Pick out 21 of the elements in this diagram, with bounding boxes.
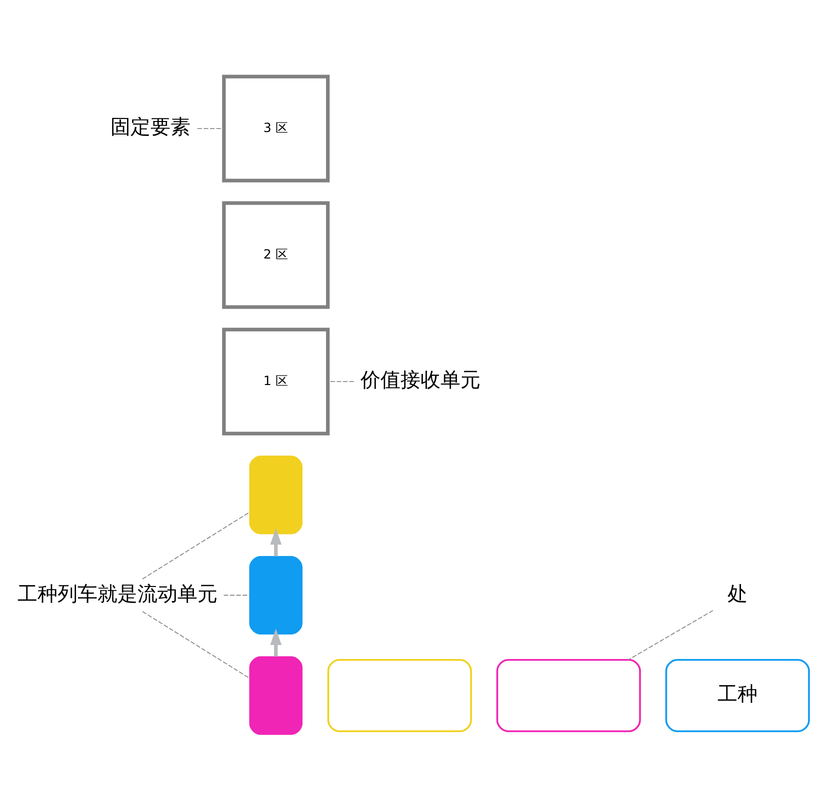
node-text: 处 <box>728 582 748 605</box>
node-box <box>327 658 472 732</box>
node-box: 工种 <box>665 658 810 732</box>
node-box <box>249 455 303 534</box>
connector <box>196 128 224 129</box>
connector <box>628 610 714 660</box>
node-box: 1 区 <box>222 327 330 435</box>
connector <box>142 511 250 579</box>
node-box: 2 区 <box>222 200 330 308</box>
node-box <box>249 555 303 634</box>
node-text: 固定要素 <box>110 116 190 138</box>
node-text: 工种列车就是流动单元 <box>18 582 218 605</box>
arrow <box>270 528 282 556</box>
connector <box>142 610 250 678</box>
node-text: 价值接收单元 <box>360 368 480 392</box>
node-box <box>249 656 303 734</box>
connector <box>327 380 354 382</box>
connector <box>223 594 250 596</box>
node-box: 3 区 <box>222 74 330 182</box>
node-box <box>496 658 641 732</box>
arrow <box>270 628 282 656</box>
